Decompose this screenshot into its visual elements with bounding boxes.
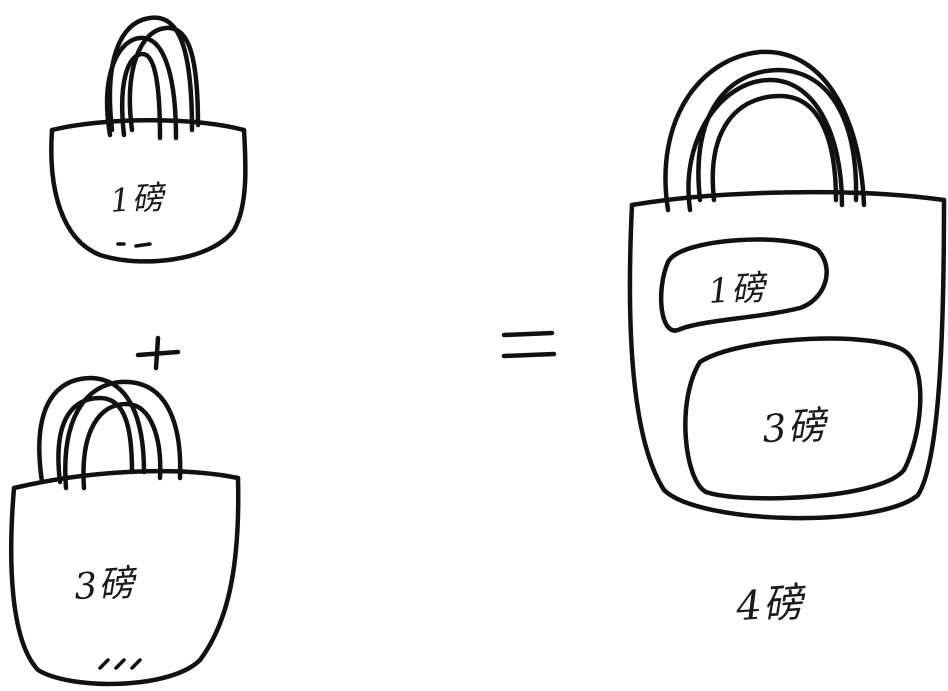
big-bag-handle-back	[663, 49, 867, 213]
big-bag-body	[627, 197, 947, 521]
small-bag-handle-front	[104, 35, 179, 141]
small-bag-handle-inner	[119, 51, 163, 141]
big-bag-rim	[629, 189, 947, 208]
medium-bag	[8, 375, 241, 687]
big-bag-inner-small-bag	[658, 237, 829, 333]
medium-bag-rim	[11, 468, 241, 491]
medium-bag-marks	[98, 658, 142, 670]
medium-bag-handle-back-inner	[56, 395, 135, 485]
small-bag-body	[49, 127, 248, 264]
small-bag-label: 1磅	[108, 178, 166, 220]
equals-sign	[501, 330, 557, 359]
big-bag-inner-large-label: 3磅	[760, 402, 828, 452]
big-bag-inner-large-bag	[683, 336, 923, 501]
small-bag-marks	[116, 242, 152, 248]
big-bag-handle-back-inner	[686, 77, 845, 213]
medium-bag-body	[8, 475, 241, 687]
medium-bag-label: 3磅	[72, 562, 137, 609]
total-label: 4磅	[734, 579, 806, 631]
medium-bag-handle-back	[37, 375, 147, 485]
big-bag-handle-front	[696, 67, 859, 203]
big-bag	[627, 49, 947, 521]
plus-sign	[135, 335, 181, 371]
medium-bag-handle-front	[63, 379, 183, 491]
small-bag-rim	[49, 118, 247, 133]
big-bag-inner-small-label: 1磅	[706, 268, 768, 312]
small-bag-handle-back2	[127, 25, 201, 133]
big-bag-handle-front-inner	[710, 93, 839, 203]
small-bag	[49, 15, 248, 264]
medium-bag-handle-front-inner	[81, 401, 163, 491]
